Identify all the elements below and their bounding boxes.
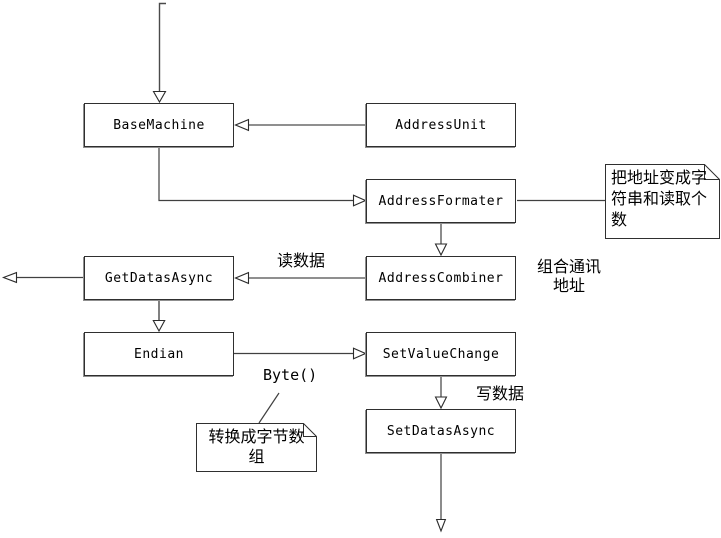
class-box-addressformater: AddressFormater xyxy=(366,179,516,223)
class-box-endian: Endian xyxy=(84,332,234,376)
note-byte-array: 转换成字节数组 xyxy=(196,423,317,472)
edge-label-write-data: 写数据 xyxy=(476,384,525,403)
class-box-addresscombiner: AddressCombiner xyxy=(366,256,516,300)
edge-addresscombiner-to-getdatasasync xyxy=(234,271,366,285)
edge-addressunit-to-basemachine xyxy=(234,118,366,132)
edge-label-read-data: 读数据 xyxy=(277,251,326,270)
note-text: 转换成字节数组 xyxy=(208,427,305,466)
edge-endian-to-setvaluechange xyxy=(234,347,367,360)
edge-addressformater-to-addresscombiner xyxy=(434,224,448,257)
class-label: BaseMachine xyxy=(113,117,205,133)
note-shape xyxy=(196,423,317,472)
edge-getdatasasync-to-left xyxy=(1,271,84,284)
class-box-addressunit: AddressUnit xyxy=(366,103,516,147)
edge-endiannote-anchor xyxy=(258,392,280,424)
class-box-setdatasasync: SetDatasAsync xyxy=(366,409,516,453)
class-box-setvaluechange: SetValueChange xyxy=(366,332,516,376)
class-label: Endian xyxy=(134,346,184,362)
note-address-formater: 把地址变成字符串和读取个数 xyxy=(605,164,720,239)
note-fold-corner-icon xyxy=(303,423,317,437)
edge-label-byte-call: Byte() xyxy=(263,366,318,384)
edge-basemachine-to-addressformater xyxy=(158,148,367,207)
edge-setdatasasync-to-bottom xyxy=(435,454,447,533)
class-box-getdatasasync: GetDatasAsync xyxy=(84,256,234,300)
edge-setvaluechange-to-setdatasasync xyxy=(434,377,448,410)
class-label: AddressUnit xyxy=(395,117,487,133)
note-shape xyxy=(605,164,720,239)
class-box-basemachine: BaseMachine xyxy=(84,103,234,147)
note-fold-corner-icon xyxy=(704,164,720,180)
edge-label-combine-address: 组合通讯 地址 xyxy=(536,257,601,295)
edge-top-entry-to-basemachine xyxy=(152,2,167,104)
class-label: AddressCombiner xyxy=(378,270,504,286)
class-label: SetDatasAsync xyxy=(386,423,496,439)
class-label: SetValueChange xyxy=(382,346,500,362)
class-label: GetDatasAsync xyxy=(104,270,214,286)
note-text: 把地址变成字符串和读取个数 xyxy=(611,168,708,229)
class-label: AddressFormater xyxy=(378,193,504,209)
edge-getdatasasync-to-endian xyxy=(152,301,166,333)
